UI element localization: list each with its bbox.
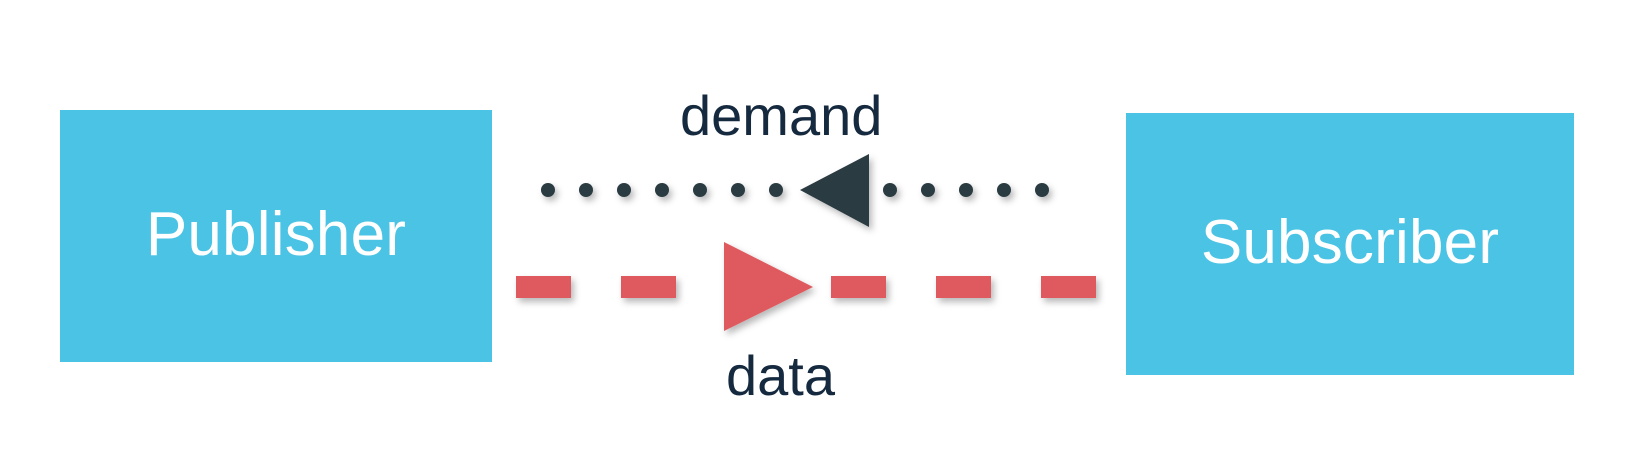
node-subscriber-label: Subscriber xyxy=(1200,208,1500,277)
data-dash xyxy=(621,276,676,298)
demand-arrowhead-icon xyxy=(800,154,869,227)
demand-dot xyxy=(731,183,745,197)
edge-label-demand: demand xyxy=(680,84,883,147)
demand-dot xyxy=(883,183,897,197)
edge-label-data: data xyxy=(726,344,835,407)
node-publisher-label: Publisher xyxy=(145,200,407,269)
data-dash xyxy=(936,276,991,298)
data-arrowhead-icon xyxy=(724,242,813,331)
demand-dot xyxy=(541,183,555,197)
demand-dot xyxy=(959,183,973,197)
demand-dot xyxy=(579,183,593,197)
demand-dot xyxy=(997,183,1011,197)
data-dash xyxy=(831,276,886,298)
node-publisher[interactable]: Publisher xyxy=(60,110,492,362)
demand-dot xyxy=(617,183,631,197)
data-dashed-line xyxy=(516,276,1096,298)
demand-dotted-line xyxy=(541,183,1049,197)
data-dash xyxy=(1041,276,1096,298)
demand-dot xyxy=(655,183,669,197)
demand-dot xyxy=(921,183,935,197)
node-subscriber[interactable]: Subscriber xyxy=(1126,113,1574,375)
edge-data[interactable] xyxy=(516,242,1096,331)
demand-dot xyxy=(693,183,707,197)
demand-dot xyxy=(769,183,783,197)
demand-dot xyxy=(1035,183,1049,197)
edge-demand[interactable] xyxy=(541,154,1049,227)
data-dash xyxy=(516,276,571,298)
